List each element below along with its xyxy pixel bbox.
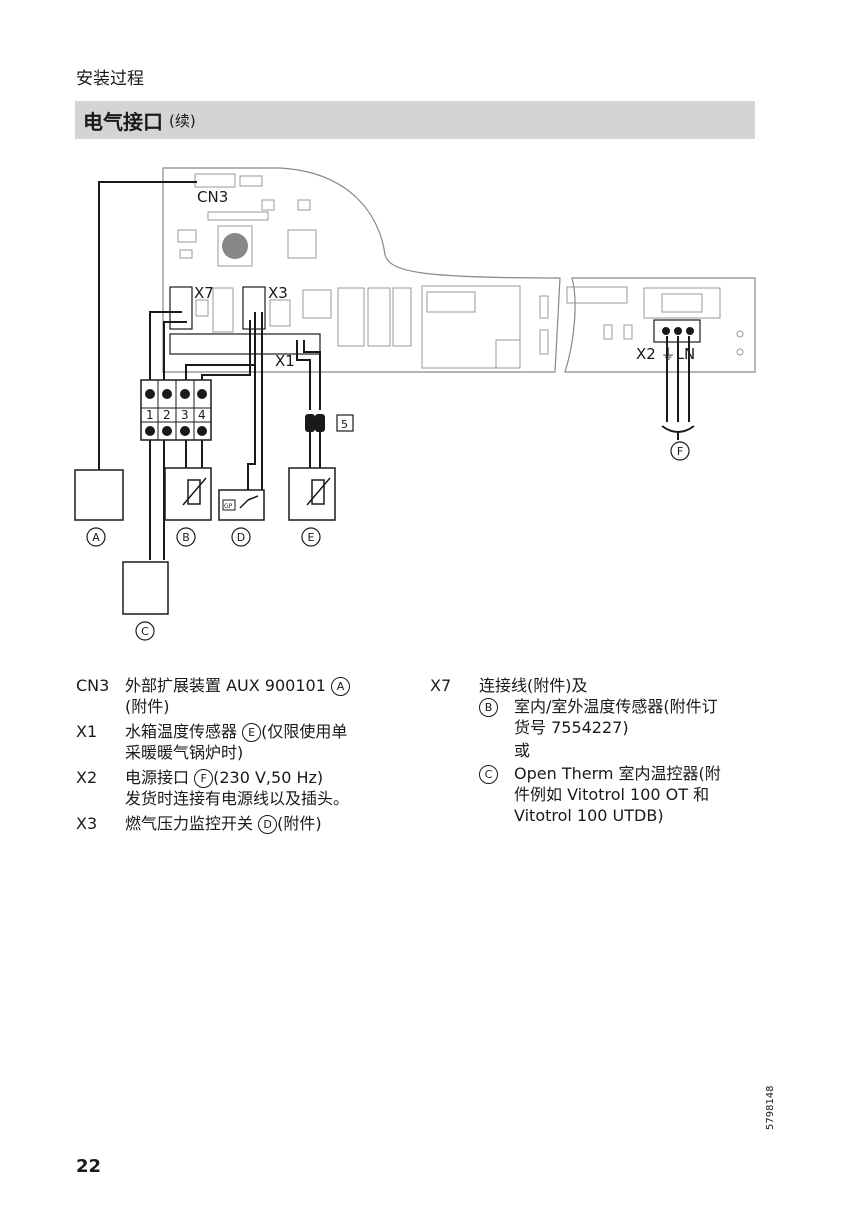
label-x1: X1 (275, 352, 295, 370)
legend-sub-c-line1: Open Therm 室内温控器(附 (514, 764, 721, 783)
callout-badge: B (479, 698, 498, 717)
wiring-diagram: CN3 X7 X3 X1 X2 ⏚LN 1 2 3 4 5 GP A B D E… (74, 167, 756, 641)
sensor-symbols (182, 477, 331, 509)
legend-item-cn3: CN3 外部扩展装置 AUX 900101 A (附件) (76, 675, 406, 717)
legend-key: X2 (76, 768, 98, 787)
device-b-box (164, 467, 212, 521)
device-d-box (218, 489, 265, 521)
legend-key: CN3 (76, 676, 110, 695)
legend-sub-b: B (479, 696, 498, 717)
callout-e: E (308, 531, 315, 544)
label-x3: X3 (268, 284, 288, 302)
legend-intro: 连接线(附件)及 (479, 676, 588, 695)
legend-text-line2: (附件) (125, 697, 170, 716)
label-x2: X2 ⏚LN (636, 345, 695, 363)
legend-or: 或 (514, 741, 531, 760)
callout-a: A (92, 531, 100, 544)
callout-badge: F (194, 769, 214, 788)
terminal-strip (140, 379, 212, 441)
legend-key: X1 (76, 722, 98, 741)
device-a-box (74, 469, 124, 521)
legend-text-line2: 发货时连接有电源线以及插头。 (125, 789, 350, 808)
callout-badge: A (330, 677, 350, 696)
terminal-4: 4 (198, 408, 206, 422)
callout-circles (86, 441, 690, 641)
callout-b: B (182, 531, 190, 544)
terminal-1: 1 (146, 408, 154, 422)
page-title-suffix: (续) (169, 111, 196, 130)
legend-text-line2: 采暖暖气锅炉时) (125, 743, 244, 762)
legend-text: 电源接口 F(230 V,50 Hz) (125, 768, 324, 788)
legend-key: X7 (430, 676, 452, 695)
terminal-3: 3 (181, 408, 189, 422)
legend-item-x2: X2 电源接口 F(230 V,50 Hz) 发货时连接有电源线以及插头。 (76, 767, 406, 809)
label-x7: X7 (194, 284, 214, 302)
board-components (177, 173, 744, 369)
callout-f: F (677, 445, 683, 458)
cable-marker-box (336, 414, 354, 432)
legend-text: 水箱温度传感器 E(仅限使用单 (125, 722, 348, 742)
device-c-box (122, 561, 169, 615)
callout-d: D (237, 531, 245, 544)
circuit-board (162, 167, 756, 373)
cable-ferrites (305, 414, 325, 432)
label-cn3: CN3 (197, 188, 228, 206)
legend-text: 燃气压力监控开关 D(附件) (125, 814, 322, 834)
page-title: 电气接口 (83, 109, 163, 134)
callout-badge: C (479, 765, 498, 784)
document-code: 5798148 (765, 1085, 776, 1130)
switch-label: GP (224, 503, 233, 510)
legend-sub-b-line1: 室内/室外温度传感器(附件订 (514, 697, 718, 716)
section-label: 安装过程 (76, 69, 144, 89)
wires (98, 181, 695, 560)
gas-pressure-switch-icon (222, 499, 236, 511)
devices (74, 467, 336, 615)
page-number: 22 (76, 1156, 102, 1177)
legend-text: 外部扩展装置 AUX 900101 A (125, 675, 350, 696)
legend-item-x3: X3 燃气压力监控开关 D(附件) (76, 813, 406, 835)
legend-sub-b-line2: 货号 7554227) (514, 718, 629, 737)
terminal-2: 2 (163, 408, 171, 422)
legend-item-x7: X7 连接线(附件)及 B 室内/室外温度传感器(附件订 货号 7554227)… (430, 675, 770, 835)
title-bar: 电气接口 (续) (75, 101, 755, 139)
x2-terminal-screws (662, 327, 694, 335)
callout-badge: E (242, 723, 262, 742)
callout-badge: D (258, 815, 278, 834)
legend-item-x1: X1 水箱温度传感器 E(仅限使用单 采暖暖气锅炉时) (76, 721, 406, 763)
legend-sub-c-line2: 件例如 Vitotrol 100 OT 和 (514, 785, 710, 804)
cable-marker-label: 5 (341, 418, 348, 431)
legend-key: X3 (76, 814, 98, 833)
callout-c: C (141, 625, 149, 638)
legend-sub-c-line3: Vitotrol 100 UTDB) (514, 806, 664, 825)
legend-sub-c: C (479, 763, 498, 784)
